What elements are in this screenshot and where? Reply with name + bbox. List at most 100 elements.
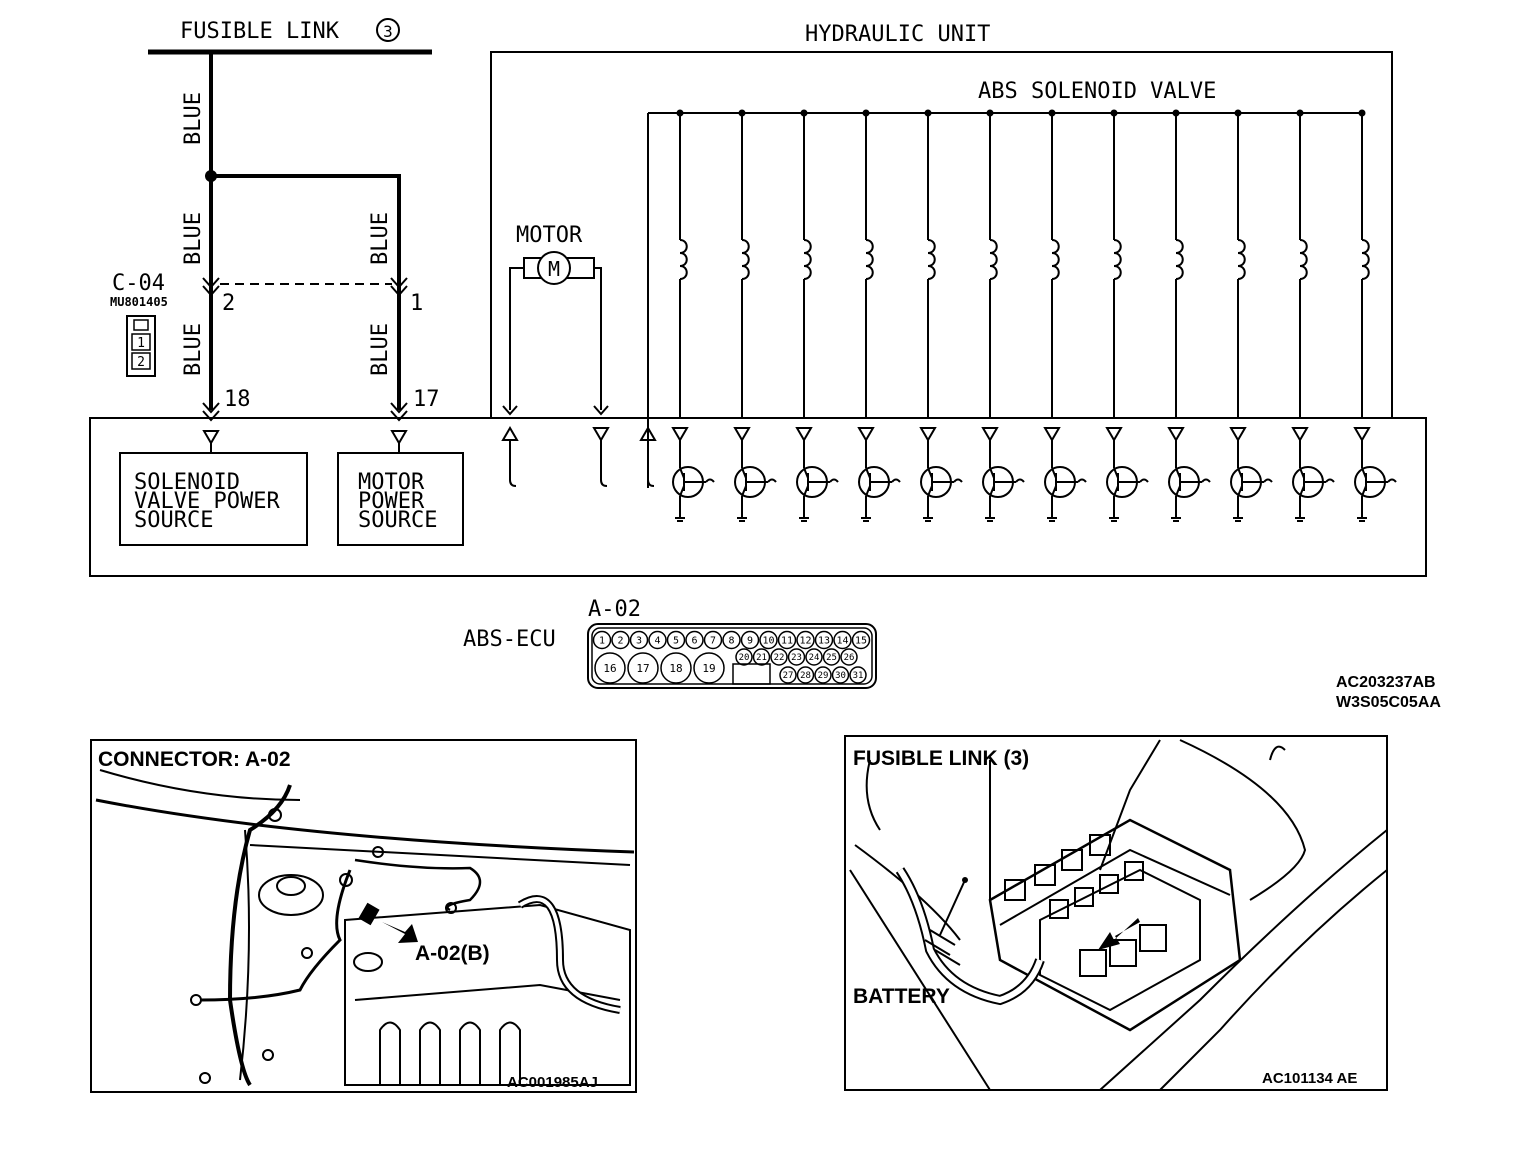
abs-ecu-box — [89, 417, 1427, 577]
motor-power-line-1: MOTOR — [358, 470, 425, 495]
connector-a02-pin — [611, 630, 630, 650]
ground-symbol — [737, 496, 747, 522]
connector-a02-pin-label: 23 — [791, 653, 802, 663]
wire-color-right-upper: BLUE — [368, 212, 393, 265]
transistor-symbol — [1237, 467, 1264, 497]
solenoid-power-source-box — [119, 452, 308, 546]
panel-fusible-code: AC101134 AE — [1262, 1070, 1357, 1087]
connector-a02-pin — [831, 666, 850, 684]
connector-a02-pin — [592, 630, 612, 650]
panel-fusible-link: FUSIBLE LINK (3) BATTERY AC101134 AE — [844, 735, 1388, 1091]
connector-a02-pin — [703, 630, 723, 650]
ecu-input-arrow-18 — [202, 430, 220, 453]
connector-a02-pin — [648, 630, 667, 650]
connector-a02-pin-label: 30 — [835, 671, 846, 681]
transistor-symbol — [1051, 467, 1078, 497]
ecu-solenoid-terminal — [981, 427, 999, 442]
connector-a02-pin — [752, 648, 771, 666]
ground-symbol — [1233, 496, 1243, 522]
ecu-solenoid-terminal — [1229, 427, 1247, 442]
transistor-base-lead — [767, 478, 777, 483]
connector-a02-pin-label: 31 — [853, 671, 864, 681]
connector-a02-pin-label: 19 — [702, 662, 715, 675]
transistor-symbol — [679, 467, 706, 497]
solenoid-coil — [1175, 239, 1184, 280]
solenoid-coil — [1237, 239, 1246, 280]
ecu-solenoid-terminal — [857, 427, 875, 442]
connector-a02-pin-label: 8 — [728, 636, 734, 647]
wire-color-top: BLUE — [181, 92, 206, 145]
connector-a02-pin — [627, 652, 659, 684]
connector-c04-mark-left — [202, 277, 220, 297]
solenoid-coil — [679, 239, 688, 280]
ecu-solenoid-terminal — [795, 427, 813, 442]
connector-a02-pin — [833, 630, 852, 650]
solenoid-coil — [865, 239, 874, 280]
solenoid-coil — [741, 239, 750, 280]
ecu-pin-18: 18 — [224, 387, 251, 412]
connector-a02-pin-label: 9 — [747, 636, 753, 647]
connector-a02-pin-label: 28 — [800, 671, 811, 681]
wire-color-left-upper: BLUE — [181, 212, 206, 265]
connector-a02-pin — [770, 648, 788, 666]
ground-symbol — [985, 496, 995, 522]
transistor-base-lead — [1015, 478, 1025, 483]
motor-symbol: M — [523, 251, 595, 285]
ecu-solenoid-terminal — [1291, 427, 1309, 442]
diagram-code-2: W3S05C05AA — [1336, 694, 1441, 711]
solenoid-coil — [1361, 239, 1370, 280]
ecu-solenoid-terminal — [1353, 427, 1371, 442]
connector-a02-pin-label: 24 — [809, 653, 820, 663]
connector-a02-pin-label: 4 — [654, 636, 660, 647]
connector-a02-pin-label: 20 — [739, 653, 750, 663]
transistor-base-lead — [1077, 478, 1087, 483]
fusible-link-number: 3 — [383, 22, 393, 41]
solenoid-power-line-3: SOURCE — [134, 508, 213, 533]
connector-c04-pin-left: 2 — [222, 291, 235, 316]
transistor-symbol — [741, 467, 768, 497]
transistor-base-lead — [1387, 478, 1397, 483]
connector-c04-mark-right — [390, 277, 408, 297]
ground-symbol — [1295, 496, 1305, 522]
panel-connector-code: AC001985AJ — [507, 1074, 598, 1091]
transistor-symbol — [1299, 467, 1326, 497]
connector-a02-pin — [805, 648, 823, 666]
connector-a02-pin-label: 14 — [836, 636, 848, 647]
connector-a02-pin-label: 7 — [710, 636, 716, 647]
connector-a02-pin — [814, 666, 832, 684]
connector-a02-pin-label: 15 — [855, 636, 867, 647]
connector-a02-pin — [759, 630, 778, 650]
connector-a02-pin-label: 12 — [799, 636, 811, 647]
transistor-base-lead — [705, 478, 715, 483]
transistor-symbol — [803, 467, 830, 497]
fusible-link-number-circle — [376, 18, 400, 42]
connector-a02-pin-label: 5 — [673, 636, 679, 647]
ground-symbol — [1171, 496, 1181, 522]
connector-a02-pin — [685, 630, 704, 650]
diagram-code-1: AC203237AB — [1336, 674, 1436, 691]
connector-a02-pin — [660, 652, 692, 684]
solenoid-coil — [927, 239, 936, 280]
connector-a02-pin-label: 25 — [826, 653, 837, 663]
connector-a02-pin-label: 22 — [774, 653, 785, 663]
ecu-pin-17: 17 — [413, 387, 440, 412]
transistor-base-lead — [1201, 478, 1211, 483]
connector-a02-pin-label: 21 — [756, 653, 767, 663]
motor-power-source-box — [337, 452, 464, 546]
connector-a02-pin — [840, 648, 858, 666]
connector-a02-pin — [851, 630, 871, 650]
ecu-solenoid-terminal — [1167, 427, 1185, 442]
connector-a02-pin-label: 29 — [818, 671, 829, 681]
connector-c04-pin-right: 1 — [410, 291, 423, 316]
transistor-symbol — [1113, 467, 1140, 497]
solenoid-power-line-2: VALVE POWER — [134, 489, 280, 514]
ground-symbol — [799, 496, 809, 522]
motor-label: MOTOR — [516, 223, 583, 248]
connector-a02-pin-label: 11 — [781, 636, 793, 647]
solenoid-coil — [803, 239, 812, 280]
ecu-solenoid-terminal — [671, 427, 689, 442]
transistor-symbol — [1175, 467, 1202, 497]
panel-connector-title: CONNECTOR: A-02 — [98, 748, 291, 771]
transistor-symbol — [989, 467, 1016, 497]
transistor-symbol — [1361, 467, 1388, 497]
